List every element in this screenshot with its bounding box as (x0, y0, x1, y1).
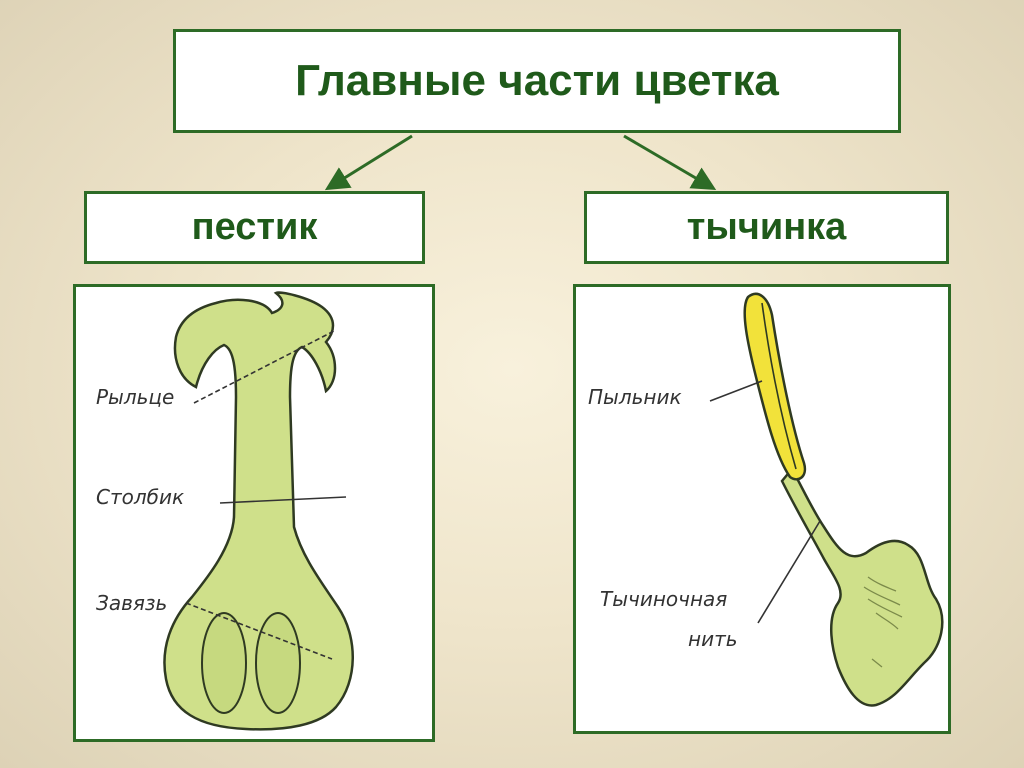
main-title: Главные части цветка (295, 56, 779, 105)
stamen-heading: тычинка (686, 206, 847, 248)
anther-edge (761, 302, 797, 470)
style-leader (219, 496, 347, 504)
stamen-illustration-panel: Пыльник Тычиночная нить (573, 284, 951, 734)
style-label: Столбик (96, 485, 185, 509)
stamen-heading-box: тычинка (584, 191, 949, 264)
ovary-label: Завязь (96, 591, 168, 615)
filament-label-line2: нить (688, 627, 738, 651)
pistil-illustration (163, 291, 354, 731)
stigma-leader (193, 330, 335, 404)
filament-label-line1: Тычиночная (600, 587, 728, 611)
anther-leader (709, 380, 763, 402)
arrow-to-stamen (623, 134, 717, 191)
filament-leader (757, 520, 821, 624)
main-title-box: Главные части цветка (173, 29, 901, 133)
ovary-leader (185, 602, 333, 660)
stamen-illustration (709, 292, 944, 707)
pistil-illustration-panel: Рыльце Столбик Завязь (73, 284, 435, 742)
anther (743, 292, 807, 481)
arrow-to-pistil (324, 134, 413, 191)
pistil-heading-box: пестик (84, 191, 425, 264)
pistil-heading: пестик (191, 206, 318, 248)
filament-shading (863, 576, 903, 668)
stigma-label: Рыльце (96, 385, 175, 409)
ovule-left (201, 612, 247, 714)
filament (780, 466, 944, 707)
ovule-right (255, 612, 301, 714)
anther-label: Пыльник (588, 385, 682, 409)
